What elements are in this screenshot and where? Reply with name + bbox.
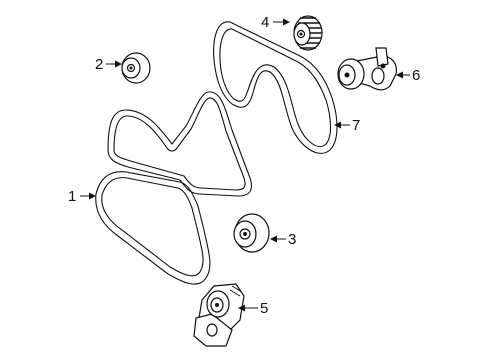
callout-label: 4 [261,14,269,31]
callout-label: 3 [288,231,296,248]
callout-1: 1 [68,188,96,205]
callout-label: 7 [352,117,360,134]
callout-3: 3 [270,231,296,248]
pulley-grooved [293,15,323,51]
callout-2: 2 [95,56,122,73]
callout-label: 1 [68,188,76,205]
callout-6: 6 [396,67,420,84]
idler-small [121,52,151,84]
belt-lower [95,91,253,285]
idler-lower [233,213,270,253]
callout-label: 6 [412,67,420,84]
callout-7: 7 [334,117,360,134]
callout-label: 5 [260,300,268,317]
tensioner-upper [337,47,397,91]
callout-5: 5 [238,300,268,317]
tensioner-lower [193,283,245,347]
callout-4: 4 [261,14,290,31]
belt-upper [213,21,338,154]
callout-label: 2 [95,56,103,73]
